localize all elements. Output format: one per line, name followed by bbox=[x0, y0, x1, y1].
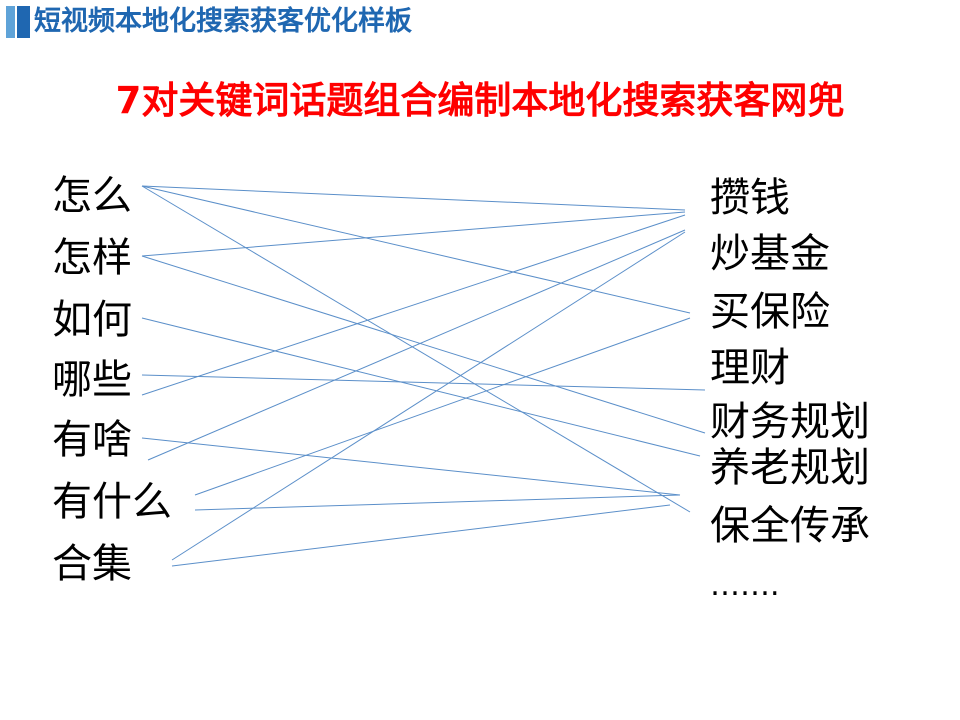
left-word-zenyang: 怎样 bbox=[52, 235, 132, 281]
left-word-ruhe: 如何 bbox=[52, 297, 132, 343]
header-bar-light bbox=[6, 6, 15, 38]
line-youshen-chaojijin bbox=[147, 229, 686, 461]
header-bar-dark bbox=[17, 6, 30, 38]
left-word-heji: 合集 bbox=[52, 541, 132, 587]
line-naxie-chaojijin bbox=[141, 214, 686, 396]
line-naxie-licai bbox=[141, 374, 706, 391]
line-youshen-baoquan bbox=[141, 437, 681, 496]
line-youshenme-maibaoxian bbox=[194, 317, 691, 496]
line-zenme-baoquan bbox=[141, 185, 691, 513]
right-word-zanqian: 攒钱 bbox=[710, 175, 790, 221]
line-zenyang-caiwu bbox=[141, 255, 706, 434]
right-word-chaojijin: 炒基金 bbox=[710, 231, 830, 277]
left-word-youshenme: 有什么 bbox=[52, 479, 172, 525]
right-word-baoquanchuancheng: 保全传承 bbox=[710, 503, 870, 549]
line-zenyang-zanqian bbox=[141, 211, 686, 257]
left-word-zenme: 怎么 bbox=[52, 173, 132, 219]
line-zenme-zanqian bbox=[141, 185, 686, 211]
line-heji-chaojijin bbox=[171, 231, 686, 561]
right-word-licai: 理财 bbox=[710, 345, 790, 391]
right-word-yanglaoguihua: 养老规划 bbox=[710, 445, 870, 491]
right-word-caiwuguihua: 财务规划 bbox=[710, 399, 870, 445]
line-youshenme-baoquan bbox=[194, 494, 681, 511]
header-accent-bar bbox=[6, 6, 30, 38]
line-ruhe-yanglao bbox=[141, 317, 701, 457]
header-title: 短视频本地化搜索获客优化样板 bbox=[34, 6, 412, 37]
main-title: 7对关键词话题组合编制本地化搜索获客网兜 bbox=[115, 79, 845, 122]
line-zenme-maibaoxian bbox=[141, 185, 691, 314]
left-word-naxie: 哪些 bbox=[52, 357, 132, 403]
line-heji-baoquan bbox=[171, 504, 671, 567]
left-word-youshen: 有啥 bbox=[52, 417, 132, 463]
right-word-maibaoxian: 买保险 bbox=[710, 289, 830, 335]
right-word-ellipsis: ……. bbox=[710, 568, 780, 603]
